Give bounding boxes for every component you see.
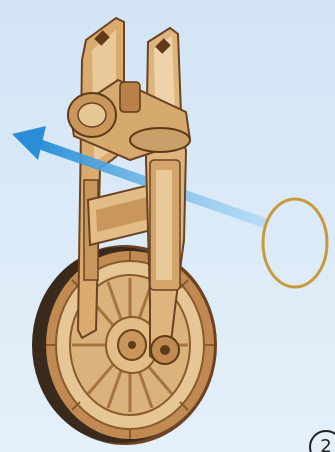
wheel <box>32 245 217 445</box>
rubber-band <box>263 199 327 287</box>
